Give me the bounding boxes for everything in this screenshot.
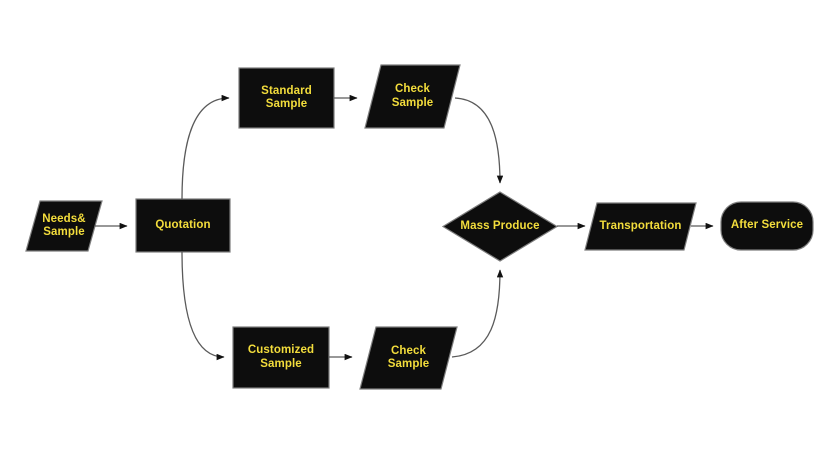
connector-quotation-to-standard <box>181 94 230 200</box>
connector-check-bottom-to-mass <box>451 269 504 358</box>
connector-layer <box>95 94 714 361</box>
shape-transportation[interactable] <box>584 202 697 251</box>
shape-check-sample-bottom[interactable] <box>359 326 458 390</box>
shape-customized-sample[interactable] <box>232 326 330 389</box>
shape-mass-produce[interactable] <box>441 191 559 262</box>
shape-standard-sample[interactable] <box>238 67 335 129</box>
connector-check-top-to-mass <box>454 97 504 184</box>
shape-check-sample-top[interactable] <box>364 64 461 129</box>
shape-quotation[interactable] <box>135 198 231 253</box>
shape-needs-sample[interactable] <box>25 200 103 252</box>
shape-layer <box>25 64 814 390</box>
connector-quotation-to-customized <box>181 251 225 361</box>
shape-after-service[interactable] <box>720 201 814 251</box>
